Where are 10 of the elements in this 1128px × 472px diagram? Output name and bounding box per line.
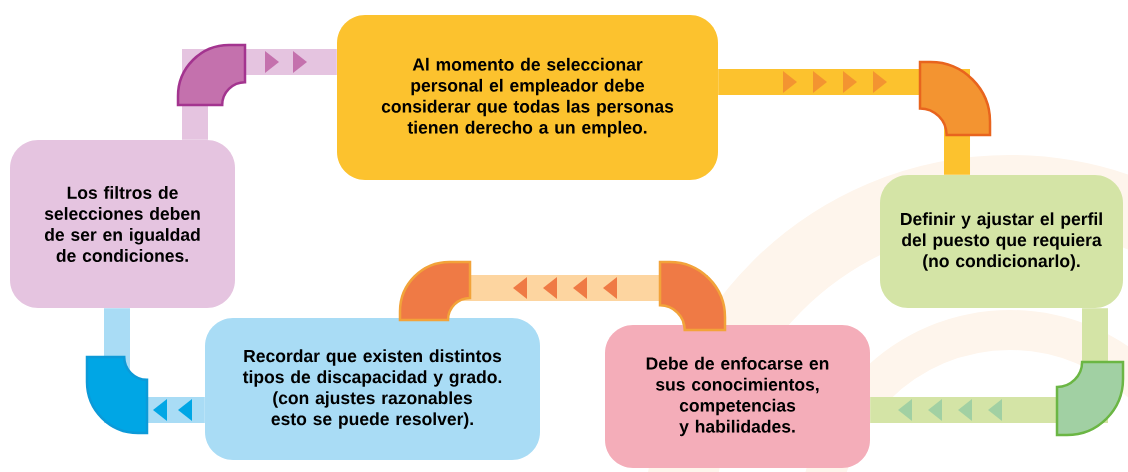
pipe-arrow <box>85 308 205 435</box>
pipe-arrow <box>398 260 727 332</box>
step-box: Los filtros de selecciones deben de ser en igualdad de condiciones. <box>10 140 235 308</box>
pipe-arrow <box>718 60 992 175</box>
step-box: Debe de enfocarse en sus conocimientos, competencias y habilidades. <box>605 325 870 468</box>
pipe-arrow <box>176 43 337 140</box>
step-box: Al momento de seleccionar personal el empleador debe considerar que todas las personas tienen derecho a un empleo. <box>337 15 718 180</box>
pipe-arrow <box>870 308 1125 437</box>
step-box: Recordar que existen distintos tipos de discapacidad y grado. (con ajustes razonables esto se puede resolver). <box>205 318 540 460</box>
step-box: Definir y ajustar el perfil del puesto que requiera (no condicionarlo). <box>880 175 1123 308</box>
